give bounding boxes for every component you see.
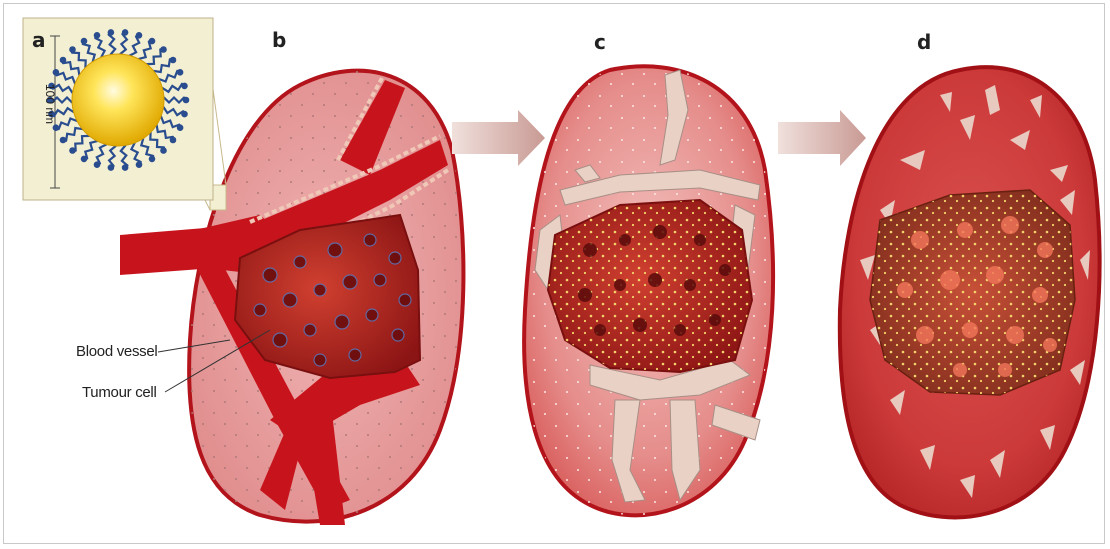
- ligand-head: [171, 58, 175, 62]
- panel-c-tumour: [548, 200, 752, 372]
- ligand-head: [178, 126, 182, 130]
- progression-arrow-1: [452, 110, 545, 166]
- panel-a-label: a: [32, 28, 46, 52]
- blood-vessel-label: Blood vessel: [76, 343, 157, 360]
- ligand-head: [109, 165, 113, 169]
- ligand-head: [161, 148, 165, 152]
- tumour-cell-label: Tumour cell: [82, 384, 157, 401]
- panel-d-label: d: [917, 30, 931, 54]
- progression-arrow-2: [778, 110, 866, 166]
- scale-bar-label: 100 nm: [43, 84, 57, 124]
- ligand-head: [182, 84, 186, 88]
- ligand-head: [82, 39, 86, 43]
- ligand-head: [82, 157, 86, 161]
- ligand-head: [123, 30, 127, 34]
- ligand-head: [150, 39, 154, 43]
- ligand-head: [137, 163, 141, 167]
- ligand-head: [182, 112, 186, 116]
- ligand-head: [95, 33, 99, 37]
- panel-b-label: b: [272, 28, 286, 52]
- ligand-head: [171, 138, 175, 142]
- panel-c-label: c: [594, 30, 606, 54]
- ligand-head: [109, 30, 113, 34]
- ligand-head: [123, 165, 127, 169]
- ligand-head: [70, 148, 74, 152]
- ligand-head: [95, 163, 99, 167]
- panel-d-tumour: [870, 190, 1075, 395]
- ligand-head: [54, 70, 58, 74]
- ligand-head: [54, 126, 58, 130]
- ligand-head: [178, 70, 182, 74]
- ligand-head: [184, 98, 188, 102]
- ligand-head: [61, 138, 65, 142]
- ligand-head: [161, 47, 165, 51]
- ligand-head: [61, 58, 65, 62]
- ligand-head: [137, 33, 141, 37]
- gold-nanoparticle-core: [72, 54, 164, 146]
- ligand-head: [150, 157, 154, 161]
- ligand-head: [70, 47, 74, 51]
